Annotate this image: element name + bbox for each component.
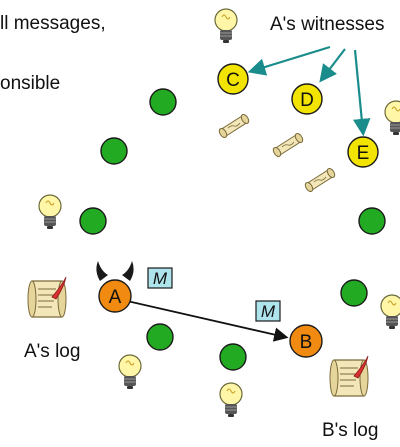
message-box: M xyxy=(147,267,173,289)
witness-node-c: C xyxy=(217,63,249,95)
devil-horns-icon xyxy=(96,261,108,281)
node-label-e: E xyxy=(357,143,370,164)
lightbulb-icon xyxy=(219,382,243,418)
message-arrow xyxy=(126,300,289,342)
lightbulb-icon xyxy=(214,8,238,44)
node-a: A xyxy=(96,261,134,313)
node-label-a: A xyxy=(109,287,122,308)
log-scroll-icon xyxy=(27,276,67,318)
lightbulb-icon xyxy=(384,100,400,136)
honest-node xyxy=(340,279,368,307)
a-log-label: A's log xyxy=(24,341,81,362)
lightbulb-icon xyxy=(380,294,400,330)
lightbulb-icon xyxy=(38,194,62,230)
message-glyph: M xyxy=(261,302,276,321)
honest-node xyxy=(149,88,177,116)
honest-node xyxy=(358,207,386,235)
lightbulb-icon xyxy=(118,354,142,390)
b-log-label: B's log xyxy=(322,420,379,441)
honest-node xyxy=(146,323,174,351)
honest-node xyxy=(219,343,247,371)
node-label-c: C xyxy=(226,70,240,91)
node-label-d: D xyxy=(300,90,314,111)
message-box: M xyxy=(255,300,281,322)
honest-node xyxy=(100,137,128,165)
scroll-icon xyxy=(271,131,305,159)
log-scroll-icon xyxy=(329,355,369,397)
scroll-icon xyxy=(303,166,337,194)
witness-node-e: E xyxy=(347,136,379,168)
honest-node xyxy=(79,207,107,235)
witnesses-label: A's witnesses xyxy=(270,14,385,35)
witness-node-d: D xyxy=(291,83,323,115)
message-glyph: M xyxy=(153,269,168,288)
caption-line-2: onsible xyxy=(0,73,61,94)
witness-arrow-e xyxy=(352,49,371,137)
node-b: B xyxy=(289,324,323,358)
node-label-b: B xyxy=(300,332,313,353)
caption-line-1: ll messages, xyxy=(0,13,106,34)
witness-arrow-d xyxy=(319,48,346,83)
witness-arrow-c xyxy=(247,45,331,76)
scroll-icon xyxy=(217,112,251,140)
